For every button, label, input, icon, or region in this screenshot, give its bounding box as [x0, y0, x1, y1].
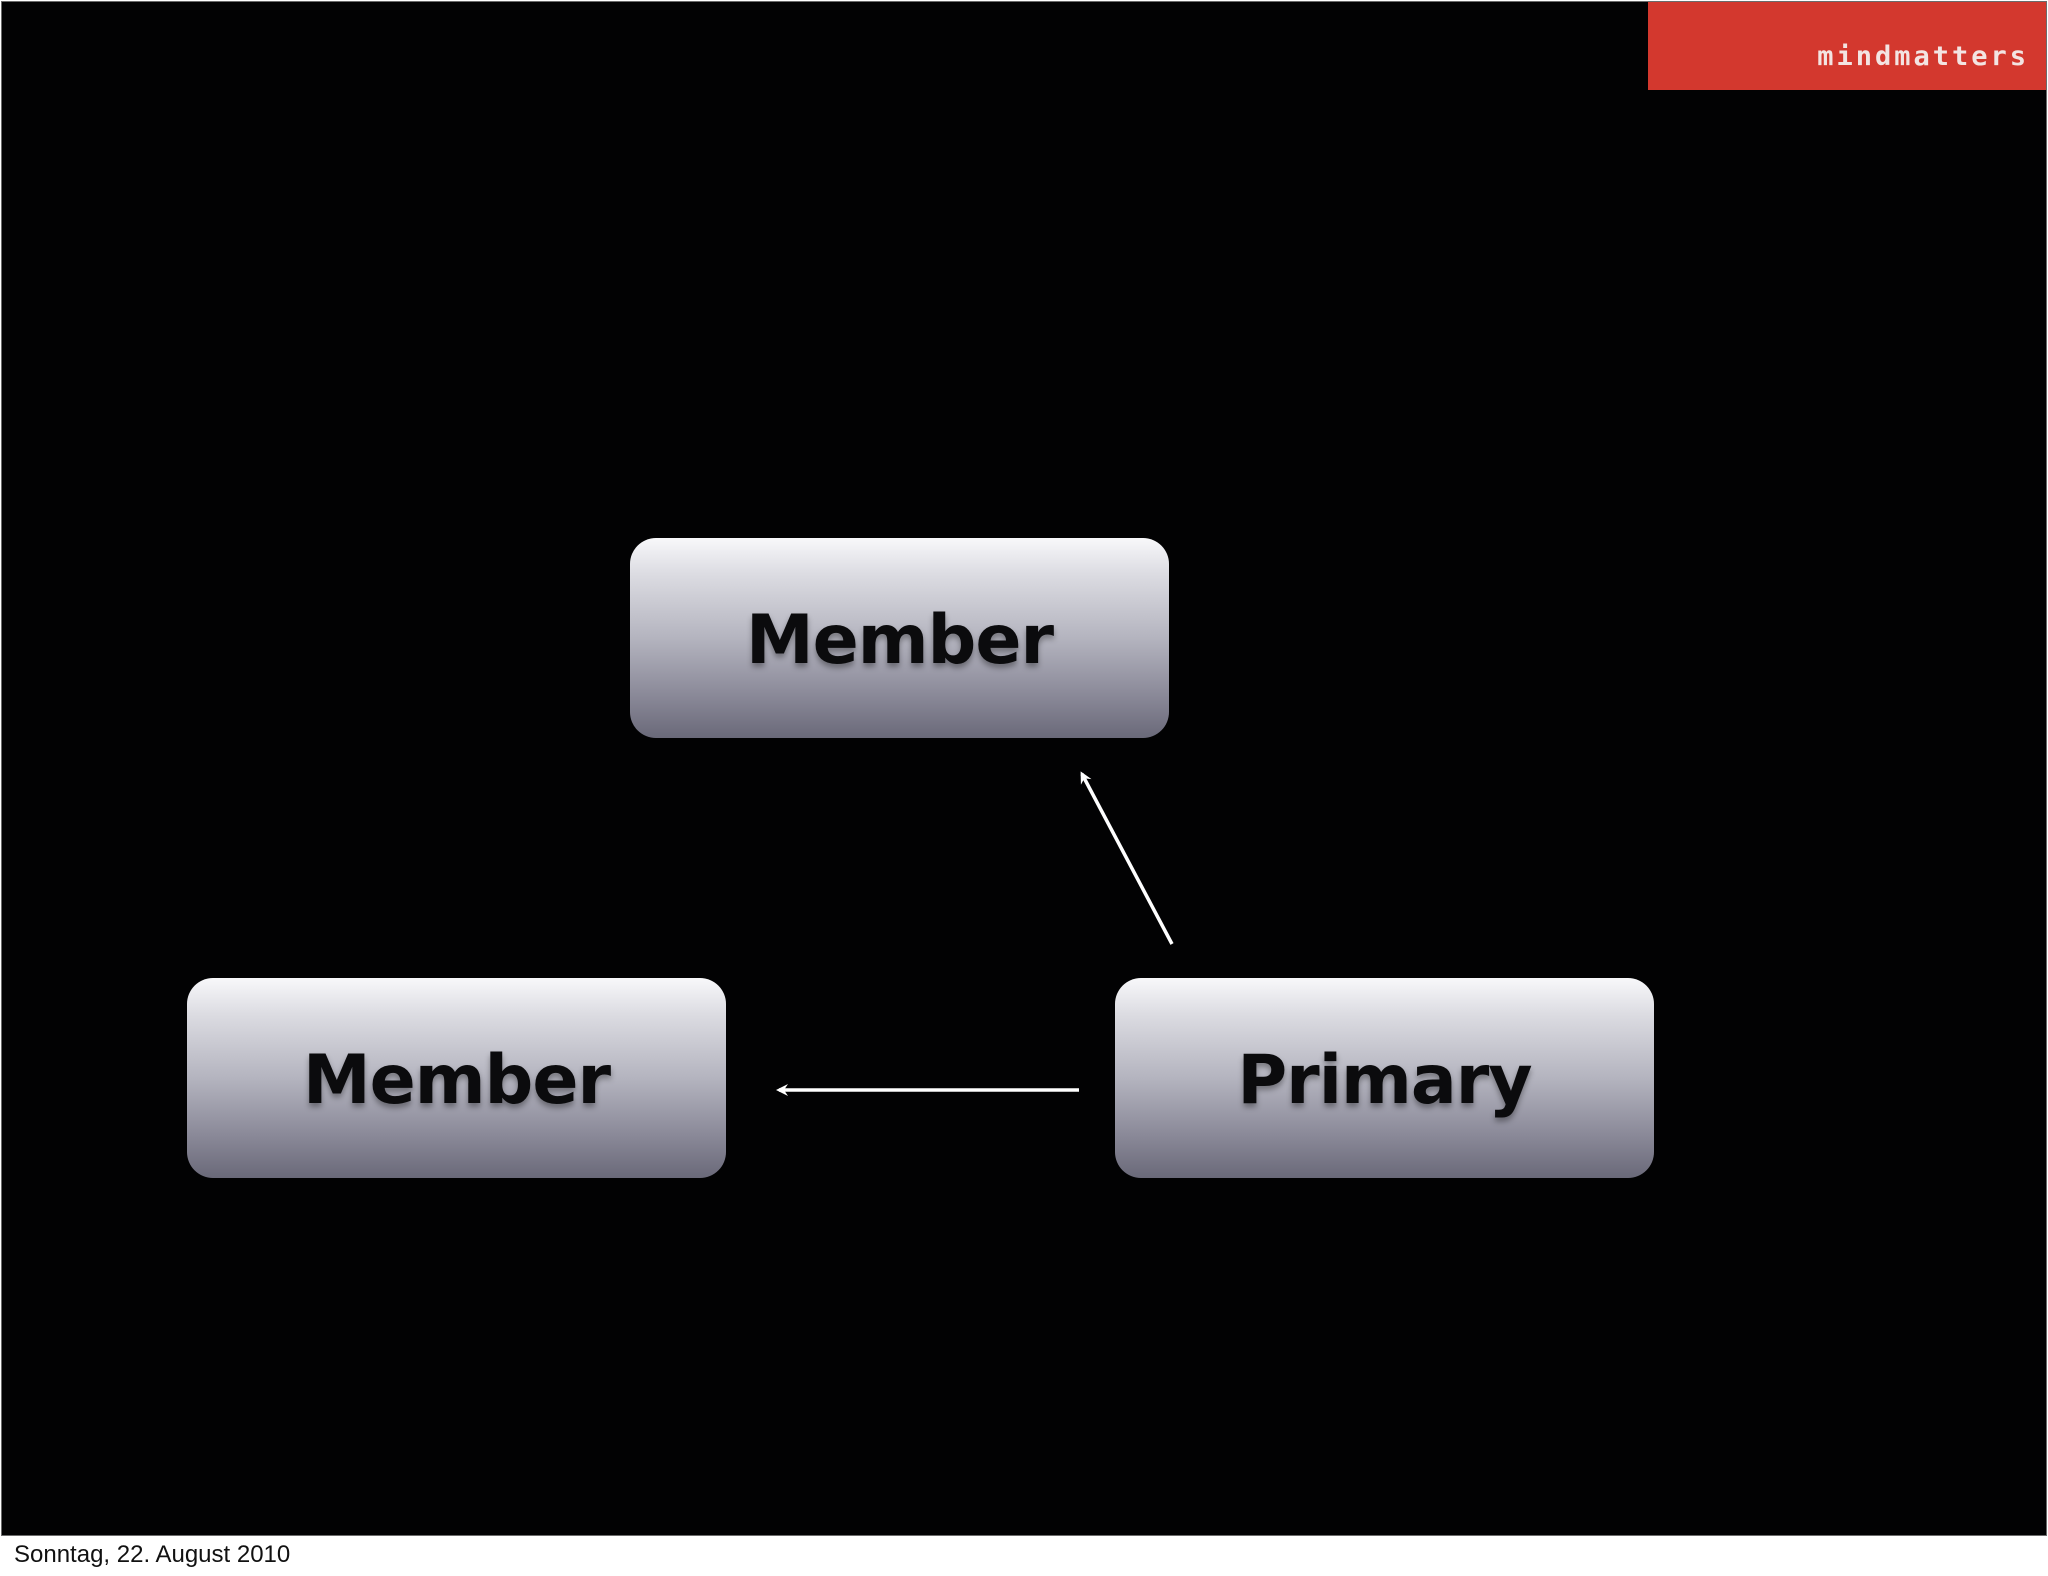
node-member-left: Member — [187, 978, 726, 1178]
brand-bar: mindmatters — [1648, 1, 2047, 90]
arrow-primary-to-top-member — [1080, 771, 1174, 945]
slide: mindmatters Member Member Primary — [1, 1, 2047, 1536]
node-label: Primary — [1237, 1040, 1532, 1120]
brand-logo-text: mindmatters — [1817, 41, 2029, 72]
node-label: Member — [746, 600, 1054, 680]
node-primary: Primary — [1115, 978, 1654, 1178]
node-label: Member — [303, 1040, 611, 1120]
diagram-arrows — [776, 771, 1174, 1096]
footer-date: Sonntag, 22. August 2010 — [14, 1541, 291, 1568]
node-member-top: Member — [630, 538, 1169, 738]
